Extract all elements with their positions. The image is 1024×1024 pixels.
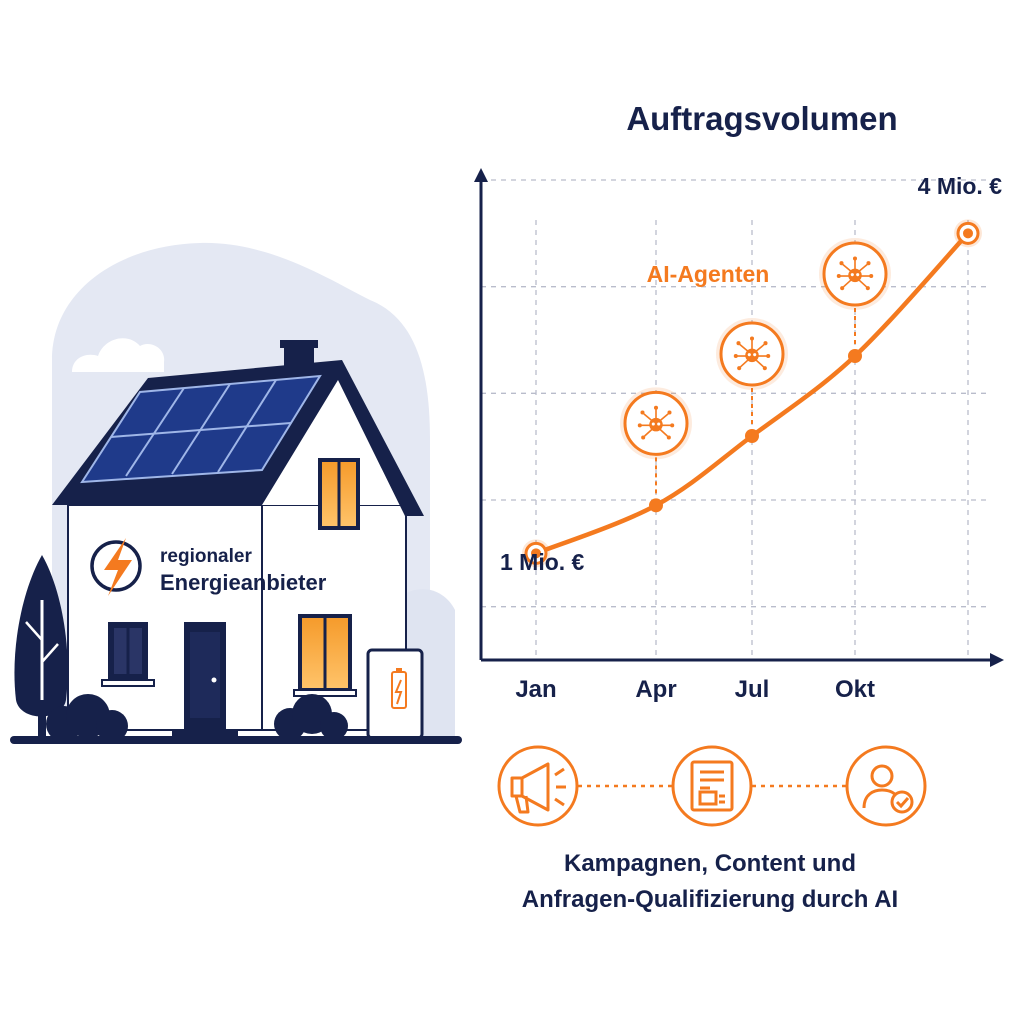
- x-axis-arrow: [990, 653, 1004, 667]
- x-tick-label: Apr: [635, 676, 676, 703]
- data-point: [848, 349, 862, 363]
- megaphone-icon: [497, 745, 579, 827]
- x-tick-label: Jan: [515, 676, 556, 703]
- data-points: [522, 219, 982, 568]
- bushes: [46, 694, 348, 742]
- data-point: [745, 429, 759, 443]
- solar-panel-icon: [80, 374, 322, 484]
- process-caption: Kampagnen, Content und Anfragen-Qualifiz…: [430, 846, 990, 918]
- ai-agents-label: AI-Agenten: [647, 261, 770, 287]
- agent-markers: [620, 238, 891, 460]
- lightning-bolt-icon: [104, 538, 132, 596]
- x-tick-label: Okt: [835, 676, 875, 703]
- brand-logo: regionaler Energieanbieter: [90, 538, 327, 596]
- chart-grid: [481, 179, 990, 660]
- brand-line2: Energieanbieter: [160, 570, 327, 595]
- cloud-icon: [72, 338, 165, 372]
- process-steps: [497, 745, 927, 827]
- brand-line1: regionaler: [160, 546, 252, 567]
- document-icon: [671, 745, 753, 827]
- battery-icon: [366, 648, 424, 740]
- house-illustration: regionaler Energieanbieter: [10, 242, 462, 744]
- agent-droplines: [655, 308, 856, 498]
- end-value-label: 4 Mio. €: [918, 173, 1003, 199]
- x-tick-labels: Jan Apr Jul Okt: [515, 676, 875, 703]
- chart: Auftragsvolumen Jan Apr Jul Okt 1 Mio. € 4 …: [474, 100, 1004, 703]
- data-point: [649, 498, 663, 513]
- y-axis-arrow: [474, 168, 488, 182]
- start-value-label: 1 Mio. €: [500, 549, 585, 575]
- data-point-core: [963, 228, 973, 239]
- chart-title: Auftragsvolumen: [626, 100, 897, 137]
- caption-line1: Kampagnen, Content und: [564, 850, 856, 877]
- x-tick-label: Jul: [735, 676, 770, 703]
- user-check-icon: [845, 745, 927, 827]
- data-point-core: [531, 548, 541, 559]
- tree-icon: [14, 555, 68, 740]
- caption-line2: Anfragen-Qualifizierung durch AI: [521, 886, 899, 913]
